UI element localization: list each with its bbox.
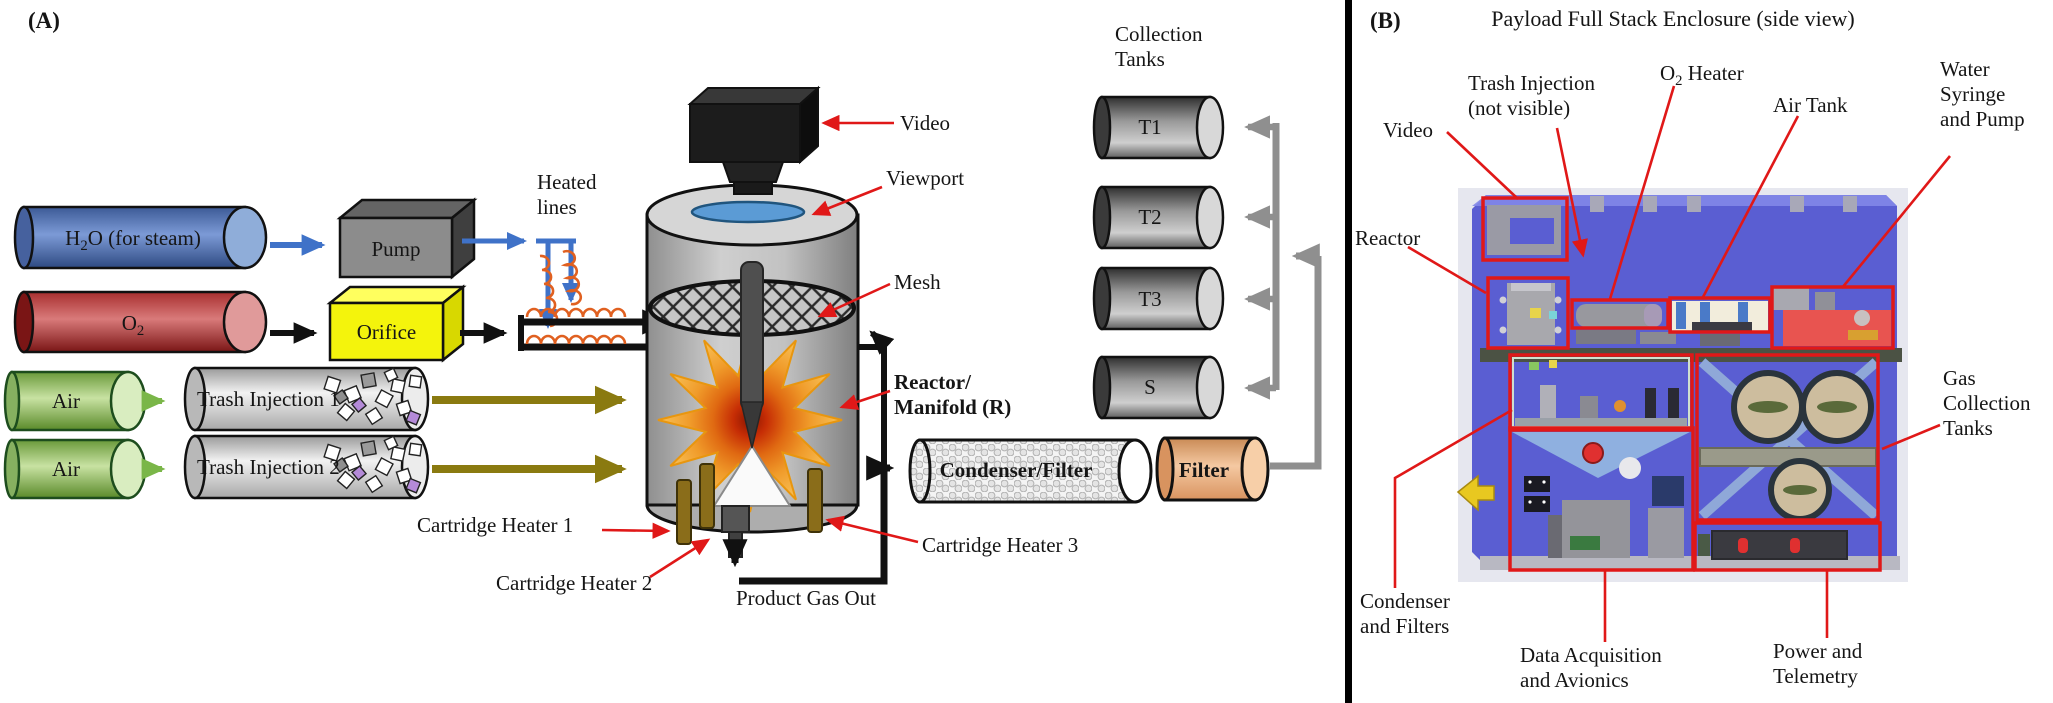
- cartridge-heater-rods: [676, 463, 823, 545]
- condenser-filter-label: Condenser/Filter: [939, 458, 1093, 482]
- product-gas-out-label: Product Gas Out: [736, 586, 876, 610]
- enclosure-water-pump-render: [1773, 288, 1891, 346]
- enclosure-o2-heater-render: [1576, 304, 1676, 344]
- heater-coil-horizontal: [525, 307, 627, 345]
- condenser-filter-cylinder: [908, 438, 1153, 504]
- tank-t1-label: T1: [1138, 115, 1162, 139]
- viewport-window: [690, 200, 806, 224]
- filter-label: Filter: [1178, 458, 1230, 482]
- orifice-label: Orifice: [356, 320, 417, 344]
- video-label: Video: [900, 111, 951, 135]
- b-video-label: Video: [1383, 118, 1434, 142]
- panel-a-tag: (A): [28, 8, 60, 33]
- video-camera: [687, 85, 821, 195]
- enclosure-power-render: [1698, 530, 1848, 560]
- crucible-cone: [712, 444, 792, 507]
- tank-piping: [1244, 115, 1322, 470]
- pump-label: Pump: [371, 237, 421, 261]
- mesh-label: Mesh: [894, 270, 941, 294]
- trash-debris: [323, 367, 423, 426]
- collection-tank-t1: [1092, 95, 1225, 160]
- b-reactor-label: Reactor: [1355, 226, 1421, 250]
- cartridge-heater-3-label: Cartridge Heater 3: [922, 533, 1079, 557]
- tank-s-label: S: [1144, 375, 1156, 399]
- air-tank-1-cylinder: [3, 370, 147, 432]
- enclosure-gas-tanks-render: [1698, 358, 1880, 522]
- o2-label: O2: [121, 311, 145, 340]
- b-air-tank-label: Air Tank: [1773, 93, 1848, 117]
- air-tank-2-cylinder: [3, 438, 147, 500]
- cartridge-heater-1-label: Cartridge Heater 1: [417, 513, 574, 537]
- tank-t3-label: T3: [1138, 287, 1162, 311]
- b-trash-injection-label: Trash Injection(not visible): [1468, 71, 1595, 120]
- enclosure-yellow-bracket: [1456, 474, 1495, 512]
- heater-coil-vertical: [539, 249, 582, 328]
- enclosure-data-acq-render: [1512, 432, 1690, 558]
- tank-t2-label: T2: [1138, 205, 1162, 229]
- enclosure-reactor-render: [1499, 283, 1562, 345]
- heated-lines-steam-pipe: [462, 232, 580, 329]
- o2-tank-cylinder: [13, 290, 268, 354]
- air2-label: Air: [52, 457, 80, 481]
- trash-injection-1-label: Trash Injection 1: [197, 387, 340, 411]
- collection-tank-t2: [1092, 185, 1225, 250]
- h2o-label: H2O (for steam): [65, 226, 201, 255]
- panel-b-highlight-boxes: [1481, 196, 1895, 572]
- panel-a-annotation-arrows: [601, 114, 919, 579]
- trash-injection-2-label: Trash Injection 2: [197, 455, 340, 479]
- panel-b-tag: (B): [1370, 8, 1401, 33]
- b-o2-heater-label: O2 Heater: [1660, 61, 1744, 90]
- enclosure-video-bracket: [1487, 205, 1561, 255]
- collection-tank-t3: [1092, 266, 1225, 331]
- air1-label: Air: [52, 389, 80, 413]
- viewport-label: Viewport: [886, 166, 965, 190]
- injector-rod: [740, 261, 764, 449]
- product-gas-piping: [722, 330, 895, 585]
- panel-b-leader-lines: [1393, 85, 1952, 642]
- panel-divider: [1345, 0, 1352, 703]
- h2o-tank-cylinder: [13, 205, 268, 270]
- filter-cylinder: [1155, 436, 1270, 502]
- cartridge-heater-2-label: Cartridge Heater 2: [496, 571, 653, 595]
- bottom-outlet-pipe: [721, 505, 750, 558]
- reactor-manifold-label: Reactor/Manifold (R): [894, 370, 1012, 419]
- orifice-box: [326, 284, 467, 363]
- panel-b-title: Payload Full Stack Enclosure (side view): [1491, 6, 1855, 31]
- pump-box: [336, 197, 478, 280]
- collection-tank-s: [1092, 355, 1225, 420]
- enclosure-air-tank-render: [1672, 301, 1768, 346]
